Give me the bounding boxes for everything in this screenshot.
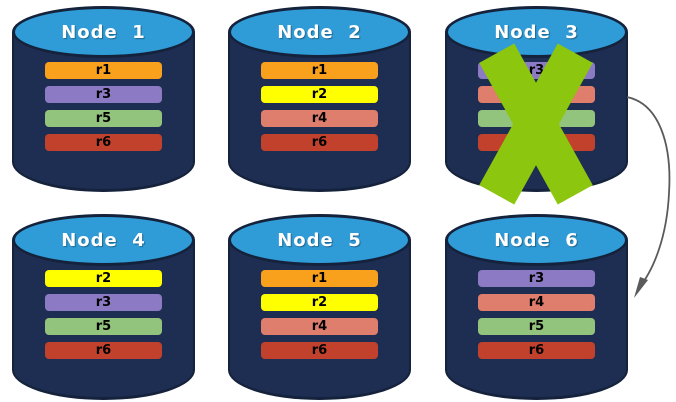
replica-row-r6: r6 xyxy=(45,134,162,151)
node-title: Node 3 xyxy=(494,21,579,43)
node-title: Node 6 xyxy=(494,229,579,251)
cylinder-top: Node 2 xyxy=(228,6,411,58)
replica-row-r6: r6 xyxy=(478,342,595,359)
replica-row-r5: r5 xyxy=(45,318,162,335)
node-cylinder: Node 2 r1 r2 r4 r6 xyxy=(228,6,411,192)
cylinder-top: Node 1 xyxy=(12,6,195,58)
replica-row-r4: r4 xyxy=(478,294,595,311)
replica-row-r2: r2 xyxy=(261,86,378,103)
arrowhead-icon xyxy=(634,277,648,298)
replica-row-r6: r6 xyxy=(261,342,378,359)
replica-row-r2: r2 xyxy=(45,270,162,287)
node-title: Node 5 xyxy=(277,229,362,251)
replica-list: r3 r4 r5 r6 xyxy=(478,270,595,366)
replica-list: r2 r3 r5 r6 xyxy=(45,270,162,366)
failover-arrow xyxy=(626,96,671,298)
node-title: Node 2 xyxy=(277,21,362,43)
failure-x-icon xyxy=(461,43,611,205)
replica-row-r1: r1 xyxy=(45,62,162,79)
replica-list: r1 r2 r4 r6 xyxy=(261,62,378,158)
replica-row-r1: r1 xyxy=(261,270,378,287)
replica-row-r3: r3 xyxy=(45,294,162,311)
replica-row-r5: r5 xyxy=(478,318,595,335)
cylinder-top: Node 5 xyxy=(228,214,411,266)
replica-row-r2: r2 xyxy=(261,294,378,311)
replica-row-r6: r6 xyxy=(45,342,162,359)
replica-row-r4: r4 xyxy=(261,110,378,127)
replica-row-r6: r6 xyxy=(261,134,378,151)
cylinder-top: Node 6 xyxy=(445,214,628,266)
cylinder-top: Node 3 xyxy=(445,6,628,58)
replica-row-r4: r4 xyxy=(261,318,378,335)
replica-row-r3: r3 xyxy=(45,86,162,103)
node-title: Node 1 xyxy=(61,21,146,43)
replica-row-r1: r1 xyxy=(261,62,378,79)
node-cylinder: Node 4 r2 r3 r5 r6 xyxy=(12,214,195,400)
node-title: Node 4 xyxy=(61,229,146,251)
replica-list: r1 r3 r5 r6 xyxy=(45,62,162,158)
cylinder-top: Node 4 xyxy=(12,214,195,266)
node-cylinder: Node 1 r1 r3 r5 r6 xyxy=(12,6,195,192)
replica-list: r1 r2 r4 r6 xyxy=(261,270,378,366)
node-cylinder: Node 5 r1 r2 r4 r6 xyxy=(228,214,411,400)
replica-row-r3: r3 xyxy=(478,270,595,287)
replica-row-r5: r5 xyxy=(45,110,162,127)
node-cylinder: Node 6 r3 r4 r5 r6 xyxy=(445,214,628,400)
node-cylinder: Node 3r3r4r5r6 xyxy=(445,6,628,205)
